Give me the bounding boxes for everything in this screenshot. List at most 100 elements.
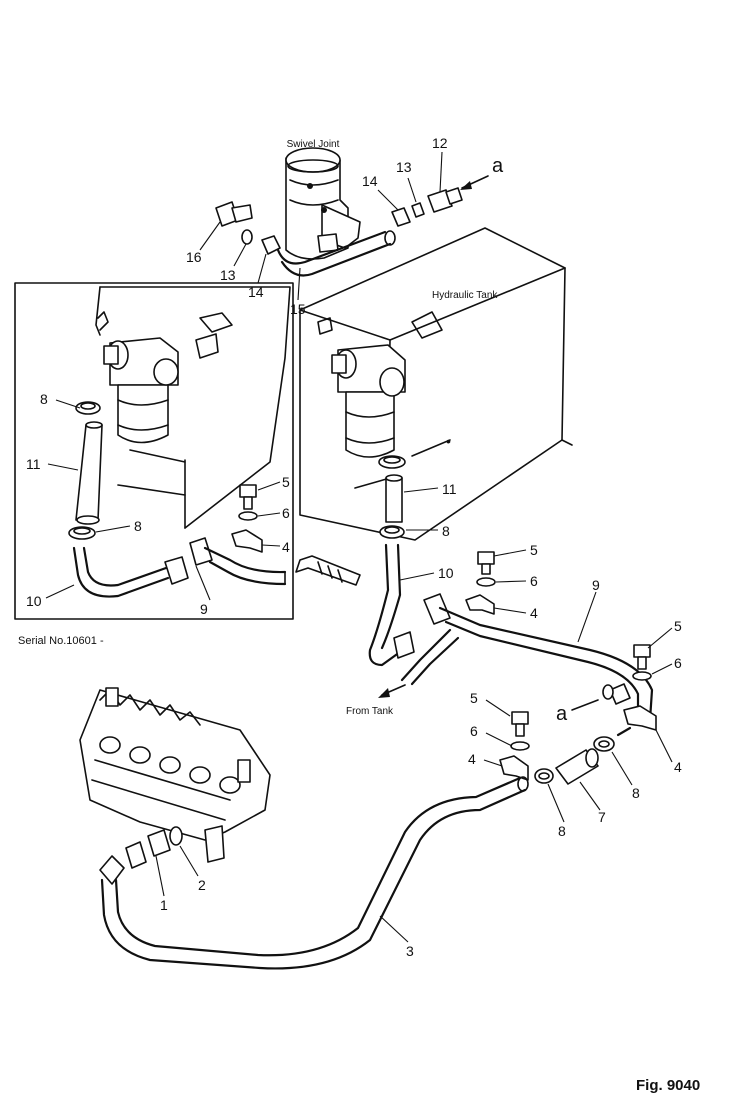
leader-5c bbox=[647, 627, 673, 649]
callout-4-right: 4 bbox=[674, 759, 682, 775]
callout-15: 15 bbox=[290, 301, 306, 317]
callout-8-inset-lower: 8 bbox=[134, 518, 142, 534]
hydraulic-tank-label: Hydraulic Tank bbox=[432, 290, 498, 301]
marker-a-top: a bbox=[492, 155, 504, 177]
arrow-a-top-head bbox=[460, 181, 472, 190]
inset-pipe-10-inner bbox=[82, 546, 168, 587]
nut-14-left bbox=[261, 235, 281, 255]
washer-6-right bbox=[632, 671, 652, 681]
callout-8-right: 8 bbox=[632, 785, 640, 801]
callout-11-inset: 11 bbox=[26, 456, 41, 472]
o-ring-2 bbox=[169, 826, 183, 846]
fitting-13-left bbox=[241, 229, 253, 245]
leader-12 bbox=[439, 151, 443, 193]
callout-8-left: 8 bbox=[558, 823, 566, 839]
leader-8e bbox=[547, 783, 565, 823]
pressure-switch-12 bbox=[427, 187, 463, 213]
callout-1: 1 bbox=[160, 897, 168, 913]
pipe-10-inner bbox=[380, 543, 402, 650]
washer-6-mid bbox=[476, 577, 496, 587]
leader-8b bbox=[95, 525, 131, 533]
bolt-5-mid bbox=[477, 551, 495, 575]
leader-6b bbox=[495, 580, 527, 583]
callout-10-inset: 10 bbox=[26, 593, 42, 609]
inset-frame bbox=[14, 282, 294, 620]
leader-11b bbox=[403, 487, 439, 493]
inset-clamp-8-upper bbox=[75, 401, 101, 415]
pipe-10-outer bbox=[368, 543, 402, 667]
pipe-stub-right bbox=[616, 726, 632, 737]
callout-5-right: 5 bbox=[674, 618, 682, 634]
arrow-a-lower bbox=[571, 699, 599, 711]
marker-a-lower: a bbox=[556, 703, 568, 725]
callout-11-tank: 11 bbox=[442, 481, 457, 497]
hose-15-end bbox=[384, 230, 396, 246]
elbow-16 bbox=[215, 201, 253, 227]
callout-14-left: 14 bbox=[248, 284, 264, 300]
leader-9b bbox=[577, 591, 597, 643]
from-tank-label: From Tank bbox=[346, 706, 394, 717]
callout-6-right: 6 bbox=[674, 655, 682, 671]
callout-9-main: 9 bbox=[592, 577, 600, 593]
figure-label: Fig. 9040 bbox=[636, 1077, 700, 1094]
callout-2: 2 bbox=[198, 877, 206, 893]
callout-5-lower: 5 bbox=[470, 690, 478, 706]
inset-filter bbox=[103, 337, 179, 444]
leader-15 bbox=[297, 267, 301, 301]
leader-14b bbox=[377, 189, 399, 211]
inset-pipe-9 bbox=[189, 537, 287, 586]
callout-6-lower: 6 bbox=[470, 723, 478, 739]
callout-4-mid: 4 bbox=[530, 605, 538, 621]
callout-6-inset: 6 bbox=[282, 505, 290, 521]
washer-6-lower bbox=[510, 741, 530, 751]
tank-clamp-8-lower bbox=[379, 525, 405, 539]
leader-13a bbox=[233, 243, 247, 267]
leader-9a bbox=[195, 565, 211, 601]
hose-7 bbox=[555, 748, 599, 785]
leader-5b bbox=[493, 549, 527, 557]
connector-1 bbox=[125, 829, 171, 869]
leader-1 bbox=[155, 855, 165, 897]
bolt-5-right bbox=[633, 644, 651, 670]
inset-clip-4 bbox=[231, 529, 263, 553]
serial-number-note: Serial No.10601 - bbox=[18, 635, 104, 647]
leader-10b bbox=[399, 572, 435, 581]
tank-hose-11 bbox=[385, 474, 403, 523]
callout-14-right: 14 bbox=[362, 173, 378, 189]
callout-12: 12 bbox=[432, 135, 448, 151]
leader-8d bbox=[611, 751, 633, 786]
clamp-8-left bbox=[534, 768, 554, 784]
pipe-10-nut bbox=[393, 631, 415, 659]
swivel-joint-label: Swivel Joint bbox=[287, 139, 340, 150]
callout-5-mid: 5 bbox=[530, 542, 538, 558]
leader-4c bbox=[655, 729, 673, 763]
leader-6a bbox=[257, 512, 281, 517]
callout-7: 7 bbox=[598, 809, 606, 825]
callout-5-inset: 5 bbox=[282, 474, 290, 490]
callout-4-inset: 4 bbox=[282, 539, 290, 555]
inset-clamp-8-lower bbox=[68, 526, 96, 540]
leader-2 bbox=[179, 845, 199, 877]
leader-4a bbox=[261, 544, 281, 547]
leader-14a bbox=[257, 253, 267, 284]
from-tank-arrow-head bbox=[378, 688, 390, 698]
callout-16: 16 bbox=[186, 249, 202, 265]
swivel-joint bbox=[285, 147, 361, 260]
callout-13-left: 13 bbox=[220, 267, 236, 283]
callout-8-tank-upper-dot: • bbox=[446, 433, 451, 449]
hose-15-outer bbox=[276, 230, 387, 265]
leader-8a bbox=[55, 399, 81, 409]
callout-9-inset: 9 bbox=[200, 601, 208, 617]
clip-4-mid bbox=[465, 594, 495, 615]
hose-15-inner bbox=[280, 242, 392, 277]
bolt-5-lower bbox=[511, 711, 529, 737]
view-arrow bbox=[295, 555, 361, 586]
callout-13-right: 13 bbox=[396, 159, 412, 175]
tank-leader-8-upper bbox=[411, 439, 451, 457]
inset-pipe-10-nut bbox=[164, 556, 189, 585]
pipe-9 bbox=[423, 593, 654, 722]
leader-10a bbox=[45, 584, 75, 599]
callout-4-lower: 4 bbox=[468, 751, 476, 767]
leader-13b bbox=[407, 177, 417, 203]
